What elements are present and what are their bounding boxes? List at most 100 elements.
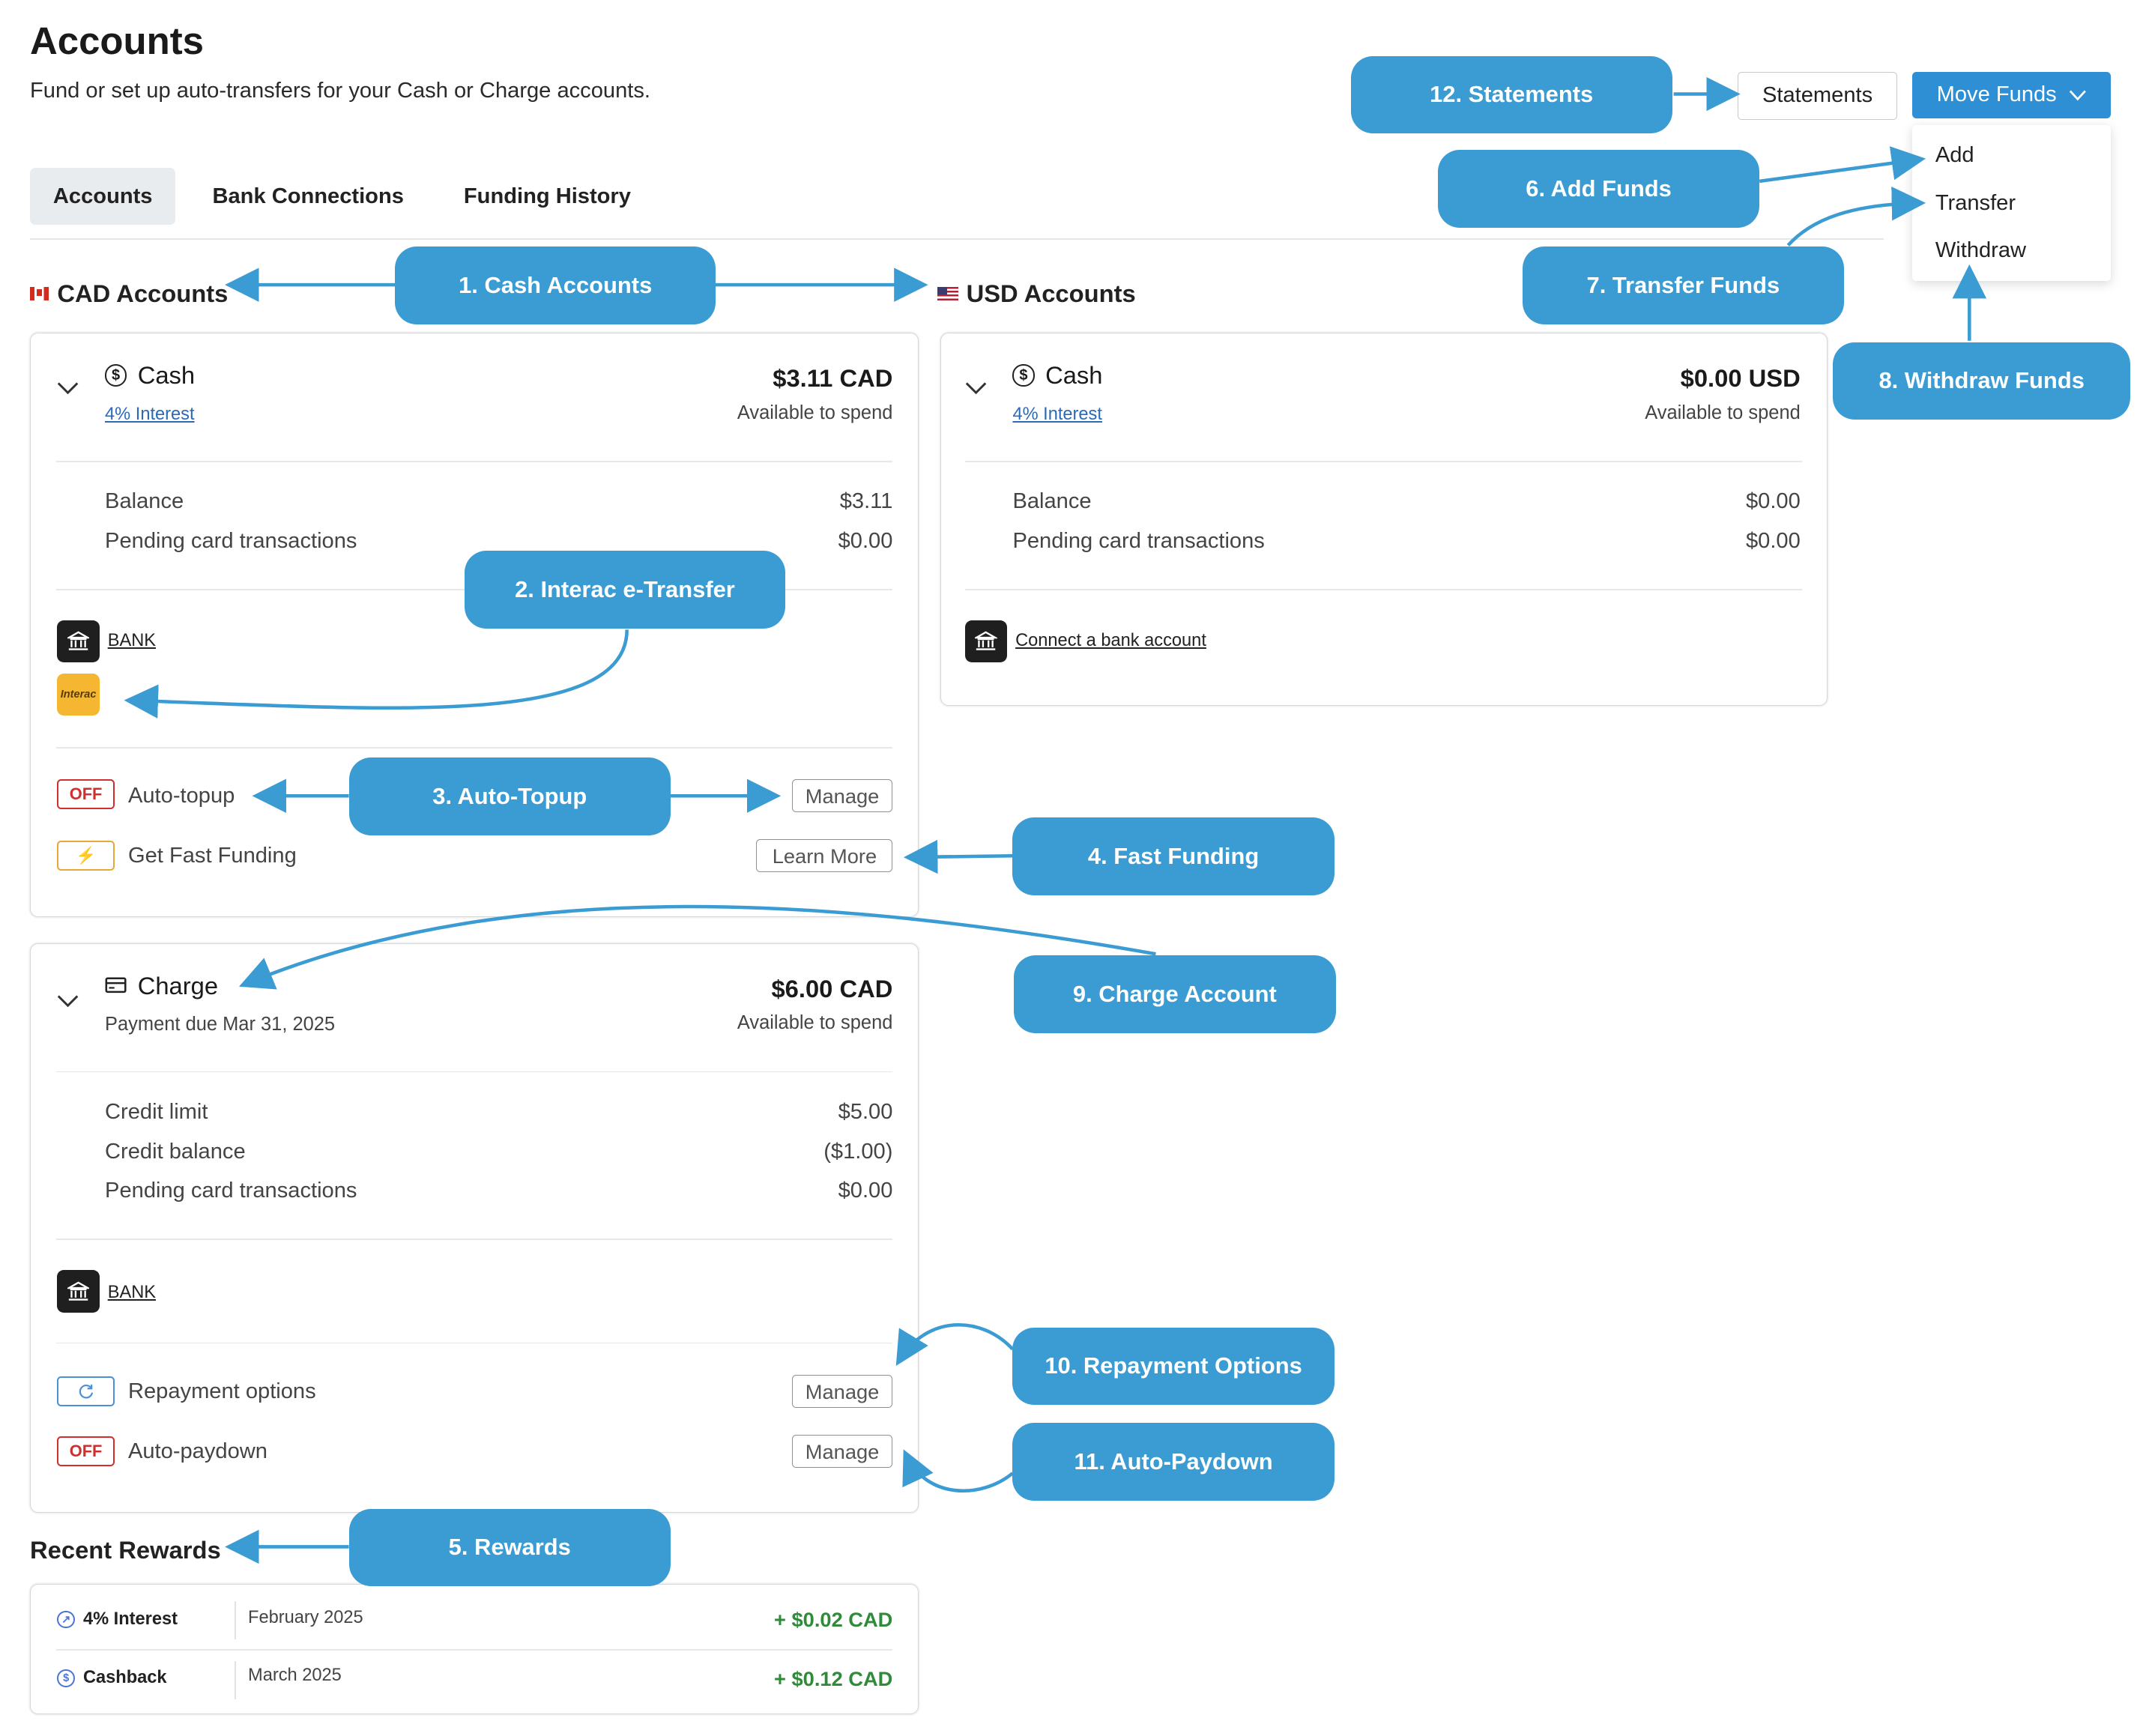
cad-cash-amount: $3.11 CAD: [773, 363, 893, 392]
us-flag-icon: [937, 286, 958, 300]
charge-bank-link[interactable]: BANK: [107, 1282, 157, 1302]
connect-bank-link[interactable]: Connect a bank account: [1015, 631, 1206, 651]
bank-icon: [964, 620, 1008, 662]
auto-topup-manage-button[interactable]: Manage: [791, 779, 893, 813]
credit-balance-value: ($1.00): [823, 1139, 893, 1164]
charge-pending-value: $0.00: [838, 1179, 893, 1203]
callout-fast-funding: 4. Fast Funding: [1012, 817, 1335, 895]
statements-button[interactable]: Statements: [1738, 72, 1898, 121]
menu-item-withdraw[interactable]: Withdraw: [1935, 238, 2027, 263]
repayment-options-label: Repayment options: [127, 1379, 316, 1403]
cad-pending-label: Pending card transactions: [105, 528, 357, 553]
cad-heading-label: CAD Accounts: [57, 279, 229, 307]
usd-heading-label: USD Accounts: [966, 279, 1136, 307]
cad-accounts-heading: CAD Accounts: [30, 279, 228, 308]
callout-charge-account: 9. Charge Account: [1014, 955, 1336, 1033]
reward-item-cashback: $ Cashback: [57, 1668, 167, 1688]
auto-paydown-manage-button[interactable]: Manage: [791, 1435, 893, 1468]
divider: [234, 1601, 236, 1640]
usd-pending-label: Pending card transactions: [1012, 528, 1265, 553]
usd-balance-label: Balance: [1012, 489, 1092, 513]
page-title: Accounts: [30, 19, 204, 63]
cad-cash-available: Available to spend: [737, 402, 893, 423]
cad-interest-link[interactable]: 4% Interest: [105, 405, 195, 425]
divider: [55, 1239, 893, 1241]
repayment-manage-button[interactable]: Manage: [791, 1375, 893, 1408]
usd-cash-card: [940, 332, 1828, 707]
arrow-up-right-icon: ↗: [57, 1610, 76, 1629]
move-funds-label: Move Funds: [1936, 82, 2057, 107]
divider: [55, 1648, 893, 1651]
callout-repayment-options: 10. Repayment Options: [1012, 1327, 1335, 1406]
divider: [55, 460, 893, 462]
bank-icon: [57, 1270, 100, 1313]
move-funds-menu: Add Transfer Withdraw: [1911, 125, 2112, 281]
interac-icon: Interac: [57, 673, 100, 716]
cad-cash-title: $ Cash: [105, 361, 195, 390]
tab-bank-connections[interactable]: Bank Connections: [212, 184, 404, 208]
recent-rewards-heading: Recent Rewards: [30, 1535, 221, 1564]
dollar-icon: $: [1012, 364, 1035, 387]
charge-due-date: Payment due Mar 31, 2025: [105, 1014, 336, 1035]
usd-cash-name: Cash: [1045, 361, 1103, 389]
cad-charge-card: [30, 943, 919, 1513]
tab-bar: Accounts Bank Connections Funding Histor…: [30, 167, 668, 226]
cad-pending-value: $0.00: [838, 528, 893, 553]
callout-auto-topup: 3. Auto-Topup: [348, 757, 671, 835]
canada-flag-icon: [30, 286, 49, 300]
usd-accounts-heading: USD Accounts: [937, 279, 1136, 308]
credit-card-icon: [105, 972, 127, 1000]
usd-interest-link[interactable]: 4% Interest: [1012, 405, 1102, 425]
usd-balance-value: $0.00: [1745, 489, 1801, 513]
auto-topup-status-badge: OFF: [57, 779, 115, 810]
callout-transfer-funds: 7. Transfer Funds: [1522, 247, 1844, 324]
credit-limit-value: $5.00: [838, 1099, 893, 1124]
callout-interac: 2. Interac e-Transfer: [465, 550, 785, 629]
repayment-cycle-icon: [57, 1376, 115, 1407]
menu-item-add[interactable]: Add: [1935, 142, 1974, 167]
menu-item-transfer[interactable]: Transfer: [1935, 190, 2016, 215]
reward-item-interest: ↗ 4% Interest: [57, 1609, 178, 1630]
collapse-chevron-icon[interactable]: [965, 379, 987, 404]
collapse-chevron-icon[interactable]: [57, 379, 79, 404]
callout-rewards: 5. Rewards: [348, 1508, 671, 1587]
collapse-chevron-icon[interactable]: [57, 992, 79, 1017]
usd-cash-amount: $0.00 USD: [1680, 363, 1801, 392]
auto-topup-label: Auto-topup: [127, 783, 235, 808]
auto-paydown-status-badge: OFF: [57, 1436, 115, 1467]
charge-title: Charge: [105, 972, 218, 1000]
fast-funding-label: Get Fast Funding: [127, 843, 297, 868]
fast-funding-learn-more-button[interactable]: Learn More: [756, 839, 893, 873]
callout-add-funds: 6. Add Funds: [1437, 150, 1760, 228]
charge-name: Charge: [137, 971, 219, 999]
dollar-icon: $: [105, 364, 127, 387]
credit-limit-label: Credit limit: [105, 1099, 208, 1124]
reward-date: February 2025: [248, 1608, 363, 1628]
divider: [55, 1342, 893, 1344]
reward-amount: + $0.02 CAD: [774, 1608, 893, 1632]
divider: [964, 460, 1802, 462]
divider: [234, 1661, 236, 1700]
cad-balance-value: $3.11: [839, 489, 893, 513]
tab-funding-history[interactable]: Funding History: [463, 184, 631, 208]
charge-amount: $6.00 CAD: [771, 974, 893, 1002]
callout-cash-accounts: 1. Cash Accounts: [395, 247, 716, 324]
usd-cash-title: $ Cash: [1012, 361, 1103, 390]
reward-amount: + $0.12 CAD: [774, 1666, 893, 1690]
bank-icon: [57, 620, 100, 662]
usd-cash-available: Available to spend: [1645, 402, 1801, 423]
cad-bank-link[interactable]: BANK: [107, 631, 157, 651]
charge-available: Available to spend: [737, 1012, 893, 1034]
page-subtitle: Fund or set up auto-transfers for your C…: [30, 79, 650, 103]
reward-label: 4% Interest: [82, 1609, 178, 1630]
reward-date: March 2025: [248, 1665, 342, 1685]
chevron-down-icon: [2069, 72, 2087, 137]
credit-balance-label: Credit balance: [105, 1139, 246, 1164]
dollar-icon: $: [57, 1669, 76, 1687]
callout-withdraw-funds: 8. Withdraw Funds: [1833, 342, 2130, 420]
divider: [55, 746, 893, 748]
auto-paydown-label: Auto-paydown: [127, 1439, 267, 1463]
move-funds-button[interactable]: Move Funds: [1911, 72, 2112, 119]
reward-label: Cashback: [82, 1668, 167, 1688]
tab-accounts[interactable]: Accounts: [30, 167, 176, 226]
